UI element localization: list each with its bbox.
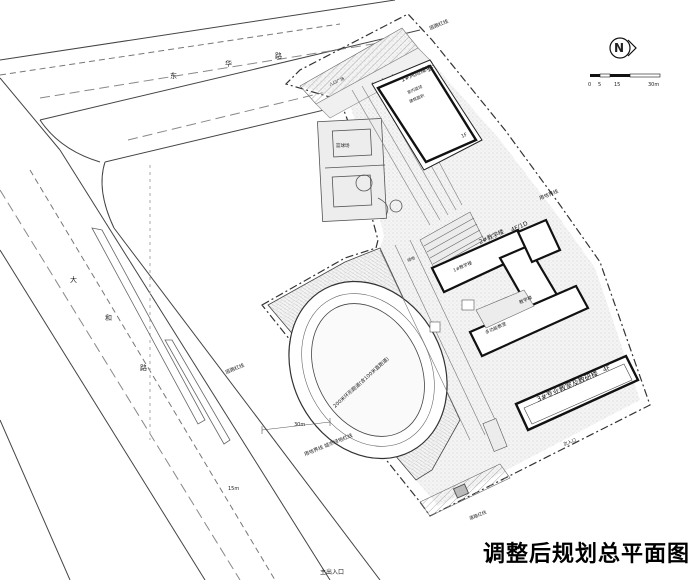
site-boundary [261,13,651,517]
label-entrance: 主出入口 [320,568,344,576]
north-road-char-3: 东 [170,71,177,80]
label-distance-15: 15m [228,486,239,492]
gym-note-2: 建筑面积 [408,92,425,104]
west-road-char-2: 和 [105,313,112,322]
label-basketball: 篮球场 [336,142,350,149]
north-road-char-2: 华 [225,59,232,68]
track-side-walk [379,239,508,452]
central-stairs [419,211,485,269]
north-arrow: N [609,37,637,59]
study3-floors: 4F [602,364,612,374]
north-arrow-letter: N [614,41,624,55]
gym-building-1: 1#风雨操场 1F 室内篮球 建筑面积 1F [371,59,483,171]
west-road-char-3: 路 [140,363,147,372]
scale-tick-15: 15 [614,82,620,88]
scale-tick-30: 30m [648,82,659,88]
north-road [0,0,421,163]
label-redline-top: 道路红线 [428,18,449,32]
south-gate-plaza [419,463,511,517]
basketball-courts [317,117,403,223]
teaching-building-2: 2#教学楼 4F/1D 1#教学楼 多功能教室 教学楼 [430,218,590,358]
west-road [0,77,381,580]
gym-note: 室内篮球 [406,83,423,95]
label-gate: 次入口 [562,436,577,448]
scale-tick-0: 0 [588,82,591,88]
label-green-space: 绿地 [406,254,416,263]
gym-floor-mark: 1F [460,132,468,140]
label-plaza-top: 入口广场 [328,75,345,87]
west-road-char-1: 大 [70,275,77,284]
label-redline-west: 道路红线 [224,362,245,376]
label-boundary-bottom: 道路红线 [468,508,488,521]
dimension-lines [261,418,331,434]
scale-tick-5: 5 [598,82,601,88]
label-distance-30: 30m [294,422,305,428]
plan-title: 调整后规划总平面图 [482,542,690,567]
scale-bar: 0 5 15 30m [588,73,661,88]
gym-floors: 1F [426,64,436,74]
running-track: 200米环形跑道(含100米直跑道) [267,247,461,481]
north-road-char-1: 路 [275,51,282,60]
west-road-median [91,227,231,445]
